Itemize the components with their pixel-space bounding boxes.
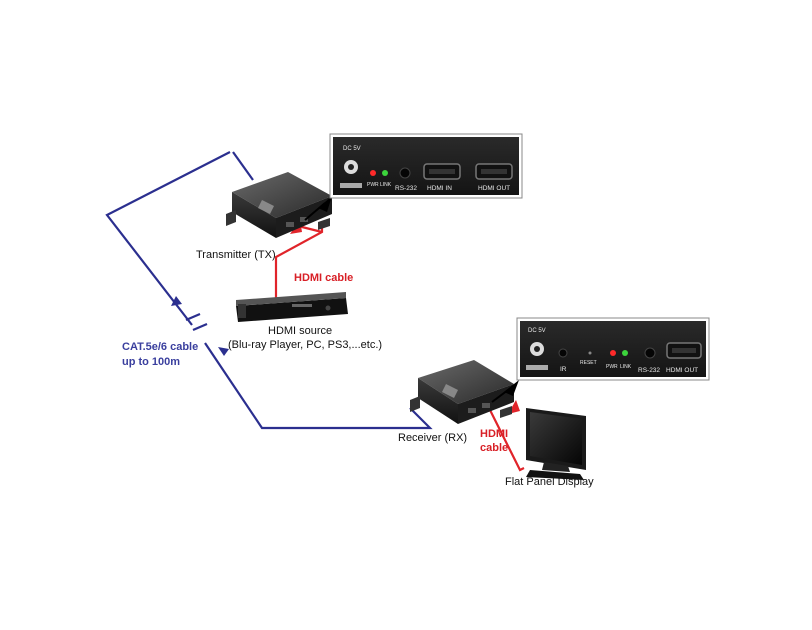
rx-link-led	[622, 350, 628, 356]
rx-reset-button	[588, 351, 592, 355]
rx-reset-label: RESET	[580, 360, 597, 366]
tx-rs232-label: RS-232	[395, 185, 417, 192]
receiver-label: Receiver (RX)	[398, 432, 467, 444]
cat-cable-label-2: up to 100m	[122, 356, 180, 368]
tx-dc-label: DC 5V	[343, 146, 361, 152]
rx-panel: DC 5V IR RESET PWR LINK RS-232 HDMI OUT	[516, 317, 710, 381]
rx-dc-label: DC 5V	[528, 328, 546, 334]
transmitter-label: Transmitter (TX)	[196, 249, 276, 261]
flat-panel-display	[526, 408, 586, 480]
tx-panel: DC 5V PWR LINK RS-232 HDMI IN HDMI OUT	[329, 133, 523, 199]
hdmi-cable-label-rx-2: cable	[480, 442, 508, 454]
cat-cable	[105, 151, 433, 430]
rx-ir-label: IR	[560, 366, 567, 373]
tx-link-led	[382, 170, 388, 176]
tx-hdmi-in-label: HDMI IN	[427, 185, 452, 192]
cat-cable-label-1: CAT.5e/6 cable	[122, 341, 198, 353]
rx-hdmi-out-label: HDMI OUT	[666, 367, 698, 374]
rx-ir-port	[558, 348, 568, 358]
hdmi-source-examples: (Blu-ray Player, PC, PS3,...etc.)	[228, 339, 382, 351]
hdmi-cable-label-rx-1: HDMI	[480, 428, 508, 440]
rx-rs232-label: RS-232	[638, 367, 660, 374]
rx-pwr-led	[610, 350, 616, 356]
rx-link-label: LINK	[620, 364, 632, 370]
tx-link-label: LINK	[380, 182, 392, 188]
tx-hdmi-out-label: HDMI OUT	[478, 185, 510, 192]
hdmi-cable-label-tx: HDMI cable	[294, 272, 353, 284]
rx-rs232-port	[644, 347, 656, 359]
rx-pwr-label: PWR	[606, 364, 618, 370]
cat-cable-arrows	[171, 296, 229, 356]
tx-pwr-led	[370, 170, 376, 176]
hdmi-source-label: HDMI source	[268, 325, 332, 337]
transmitter-device	[226, 172, 332, 238]
display-label: Flat Panel Display	[505, 476, 594, 488]
tx-pwr-label: PWR	[367, 182, 379, 188]
tx-rs232-port	[399, 167, 411, 179]
receiver-device	[410, 360, 514, 424]
bluray-player	[236, 292, 348, 322]
